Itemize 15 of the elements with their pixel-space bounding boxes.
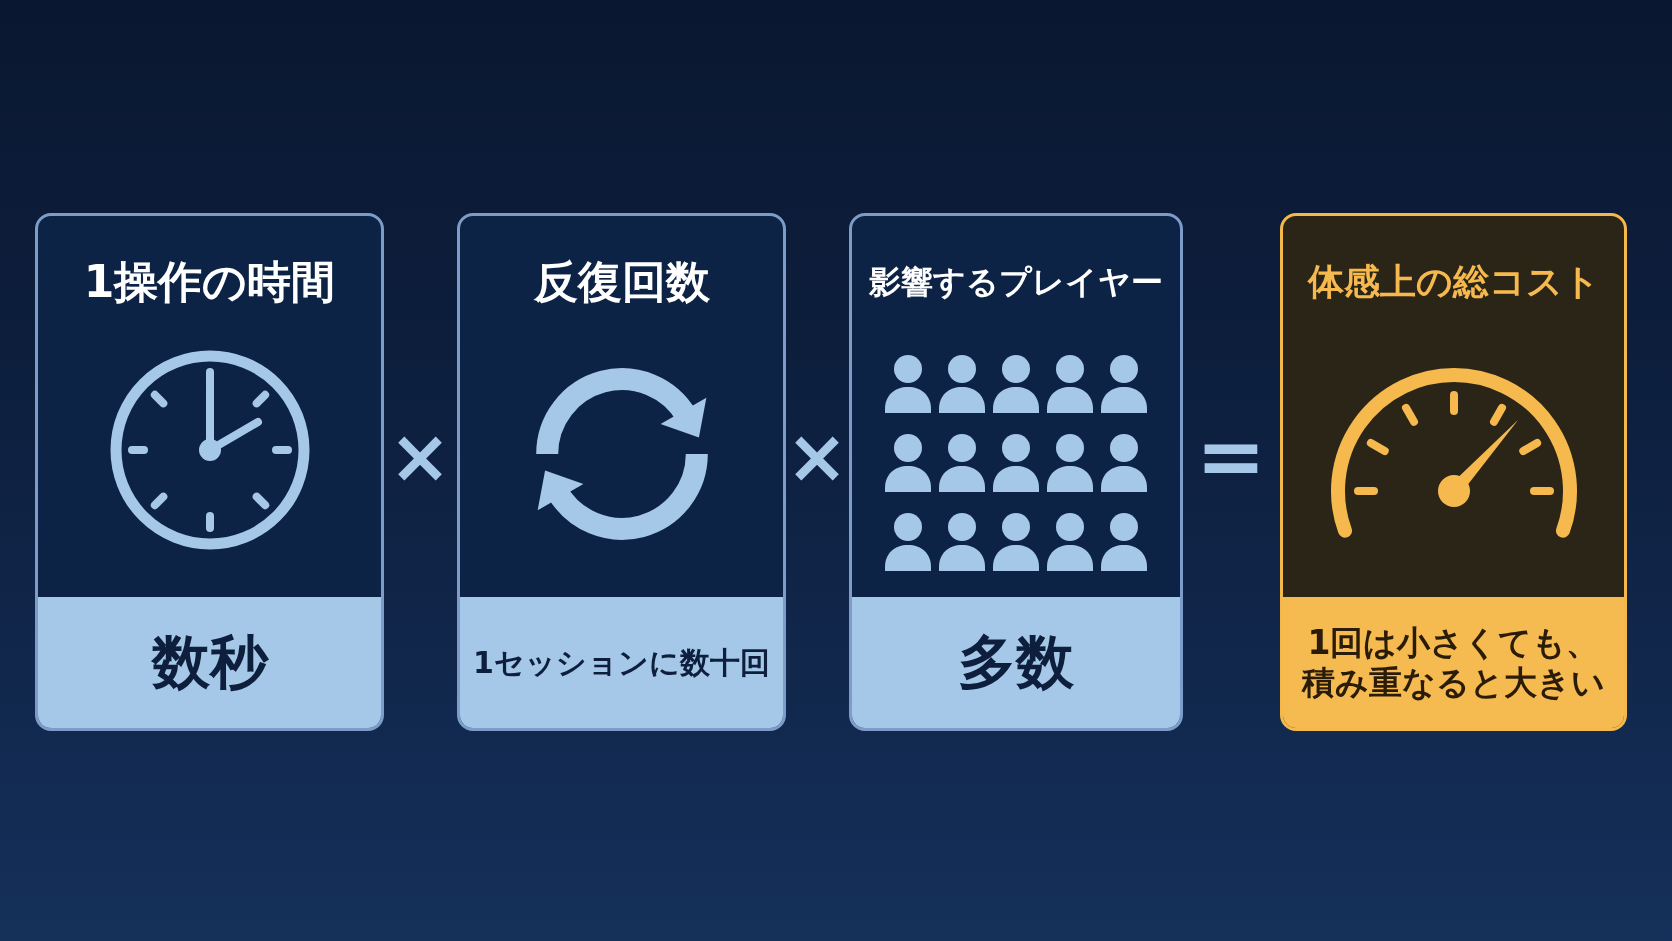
value-text: 1セッションに数十回 (473, 644, 770, 681)
info-card (457, 213, 786, 731)
card-heading: 体感上の総コスト (1307, 261, 1600, 303)
multiply-sign: × (389, 419, 451, 493)
card-heading: 反復回数 (533, 256, 710, 308)
equals-sign: = (1195, 414, 1267, 498)
info-card (849, 213, 1183, 731)
value-text: 数秒 (151, 627, 268, 698)
multiply-sign: × (786, 419, 848, 493)
card-heading: 影響するプレイヤー (869, 263, 1163, 301)
info-card (35, 213, 384, 731)
value-text: 多数 (958, 627, 1074, 698)
info-card (1280, 213, 1627, 731)
card-heading: 1操作の時間 (83, 256, 336, 308)
value-text: 1回は小さくても、積み重なると大きい (1300, 622, 1606, 703)
